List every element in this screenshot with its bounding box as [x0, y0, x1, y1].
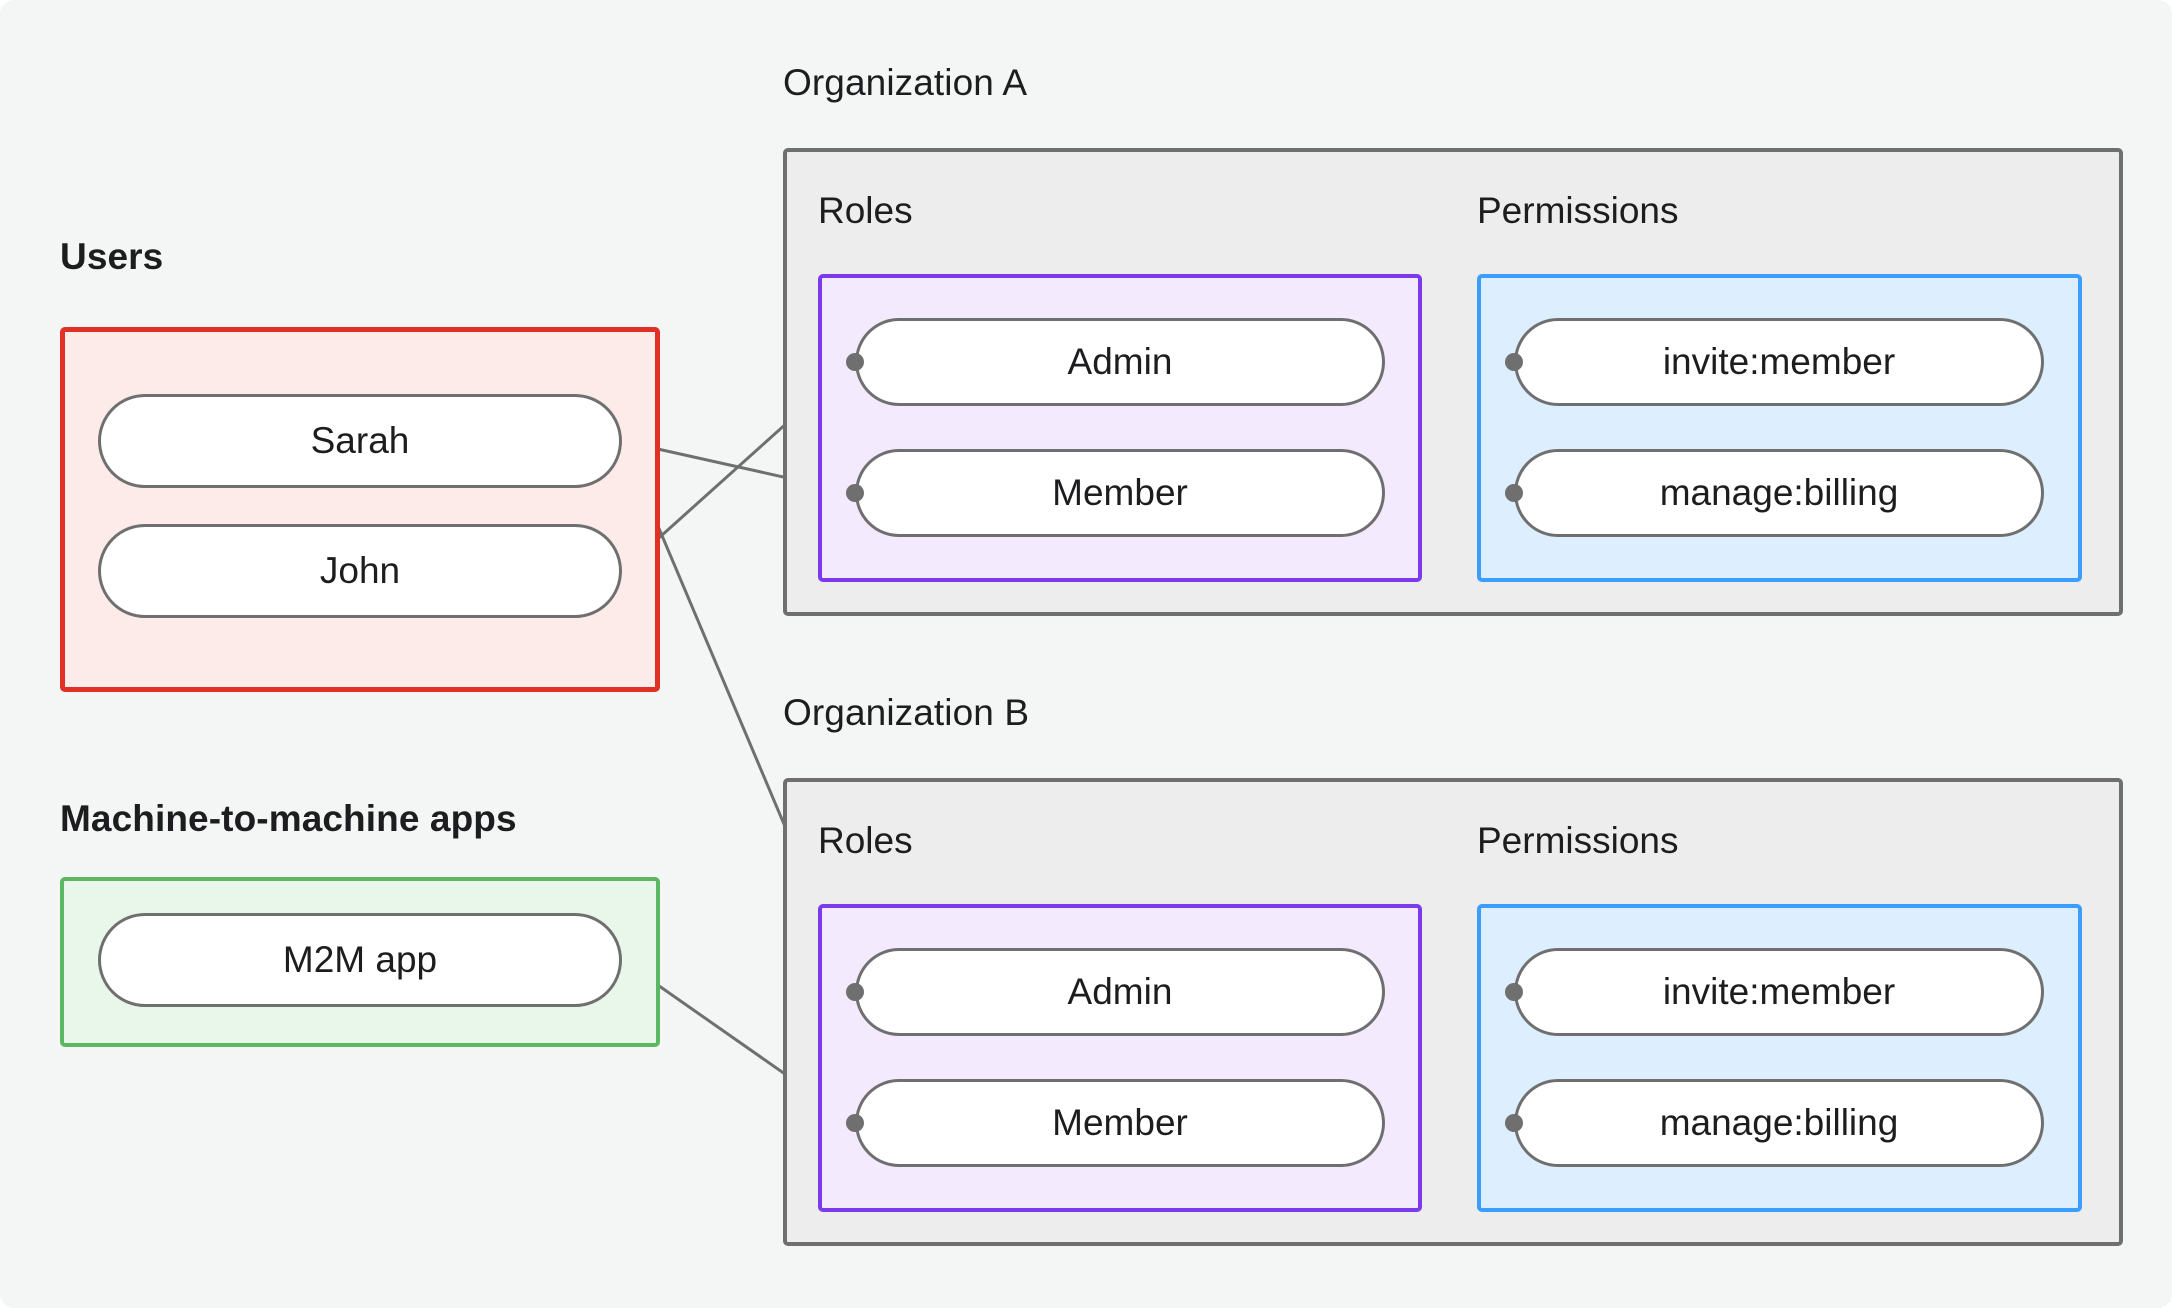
connector-dot-org-b-member-in [846, 1114, 864, 1132]
users-group-label: Users [60, 236, 164, 277]
organization-a-label: Organization A [783, 62, 1028, 103]
machine-apps-group-label: Machine-to-machine apps [60, 798, 517, 839]
user-node-john[interactable]: John [98, 524, 622, 618]
org-a-role-member[interactable]: Member [855, 449, 1385, 537]
organization-b-label: Organization B [783, 692, 1030, 733]
connector-dot-org-a-member-in [846, 484, 864, 502]
connector-dot-org-a-manage-in [1505, 484, 1523, 502]
connector-dot-org-b-manage-in [1505, 1114, 1523, 1132]
connector-dot-org-a-admin-in [846, 353, 864, 371]
org-b-permission-manage-billing[interactable]: manage:billing [1514, 1079, 2044, 1167]
connector-dot-org-a-invite-in [1505, 353, 1523, 371]
org-b-permissions-caption: Permissions [1477, 820, 1679, 861]
users-container [60, 327, 660, 692]
org-b-roles-caption: Roles [818, 820, 913, 861]
org-b-role-admin[interactable]: Admin [855, 948, 1385, 1036]
org-a-role-admin[interactable]: Admin [855, 318, 1385, 406]
org-a-roles-caption: Roles [818, 190, 913, 231]
org-b-role-member[interactable]: Member [855, 1079, 1385, 1167]
org-b-permission-invite-member[interactable]: invite:member [1514, 948, 2044, 1036]
user-node-sarah[interactable]: Sarah [98, 394, 622, 488]
m2m-app-node[interactable]: M2M app [98, 913, 622, 1007]
connector-dot-org-b-admin-in [846, 983, 864, 1001]
connector-dot-org-b-invite-in [1505, 983, 1523, 1001]
org-a-permission-invite-member[interactable]: invite:member [1514, 318, 2044, 406]
org-a-permission-manage-billing[interactable]: manage:billing [1514, 449, 2044, 537]
org-a-permissions-caption: Permissions [1477, 190, 1679, 231]
